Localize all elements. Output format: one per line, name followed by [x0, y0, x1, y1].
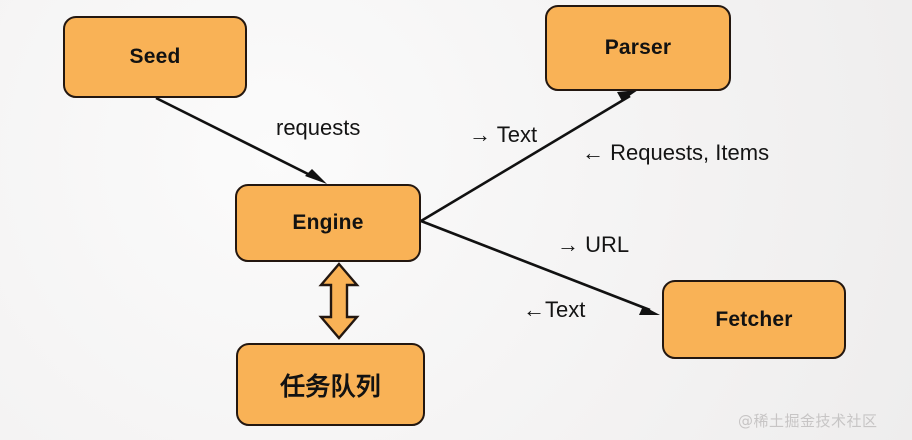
node-engine[interactable]: Engine — [235, 184, 421, 262]
edge-label-seed-to-engine: requests — [276, 115, 361, 140]
node-fetcher[interactable]: Fetcher — [662, 280, 846, 359]
edge-label-fetcher-to-engine: ←Text — [523, 297, 586, 322]
connector-engine-to-parser — [420, 90, 638, 223]
connector-engine-to-fetcher — [420, 219, 660, 315]
node-parser-label: Parser — [604, 36, 672, 59]
node-fetcher-label: Fetcher — [715, 307, 793, 331]
node-engine-label: Engine — [292, 211, 364, 234]
node-parser[interactable]: Parser — [545, 5, 731, 91]
edge-label-parser-to-engine: ← Requests, Items — [582, 140, 770, 165]
node-seed-label: Seed — [129, 45, 181, 68]
node-task-queue-label: 任务队列 — [280, 371, 381, 401]
connector-engine-to-queue — [318, 262, 360, 340]
edge-label-engine-to-fetcher: → URL — [557, 232, 630, 257]
edge-label-engine-to-parser: → Text — [469, 122, 538, 147]
node-seed[interactable]: Seed — [63, 16, 247, 98]
node-task-queue[interactable]: 任务队列 — [236, 343, 425, 426]
connector-seed-to-engine — [155, 96, 327, 184]
watermark: @稀土掘金技术社区 — [738, 412, 878, 430]
